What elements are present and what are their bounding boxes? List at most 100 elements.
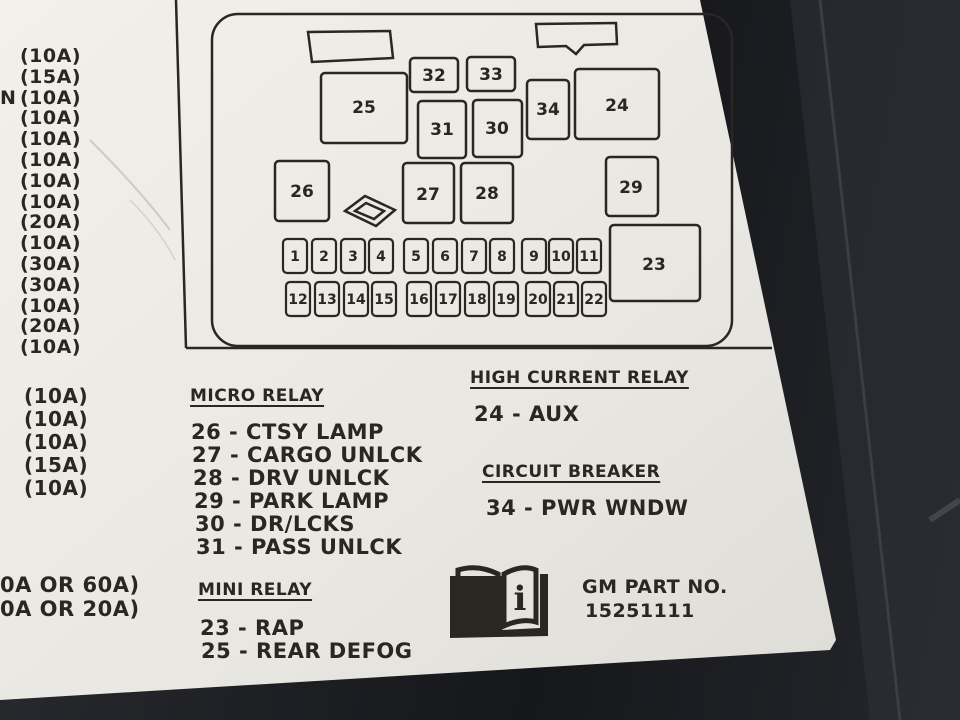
relay-28-number: 28 [475,184,499,204]
amp-rating: (20A) [20,211,82,234]
fuse-number: 17 [438,292,457,308]
relay-25-number: 25 [352,98,376,118]
amp-rating: (10A) [20,190,82,213]
fuse-slot [402,237,430,275]
partial-fuse-label: N [0,87,17,109]
fuse-slot [281,237,309,275]
fuse-slot [342,280,370,318]
fuse-slot [284,280,312,318]
relay-28 [459,161,515,225]
amp-rating: (10A) [20,86,82,109]
top-left-tab [306,29,395,64]
gm-part-number: 15251111 [585,600,695,622]
relay-24-number: 24 [605,96,629,116]
fuse-number: 22 [584,292,603,308]
circuit-breaker-heading: CIRCUIT BREAKER [482,462,661,482]
fuse-number: 16 [409,292,428,308]
fuse-number: 5 [411,249,421,265]
fuse-number: 6 [440,249,450,265]
high-current-relay-item: 24 - AUX [474,402,580,426]
fuse-slot [367,237,395,275]
relay-31-number: 31 [430,120,454,140]
fuse-slot [405,280,433,318]
relay-30-number: 30 [485,119,509,139]
top-right-tab [534,21,619,56]
fuse-slot [313,280,341,318]
fuse-slot [463,280,491,318]
micro-relay-item: 30 - DR/LCKS [195,512,356,536]
relay-27-number: 27 [416,185,440,205]
relay-34 [525,78,571,141]
amp-rating: (15A) [20,65,82,88]
amp-rating: (10A) [20,128,82,151]
relay-27 [401,161,456,225]
amp-rating: (10A) [24,476,89,500]
fuse-box-outline [210,12,734,348]
fuse-slot [488,237,516,275]
micro-relay-item: 27 - CARGO UNLCK [192,443,423,467]
relay-34-number: 34 [536,100,560,120]
relay-33 [465,55,517,93]
micro-relay-item: 31 - PASS UNLCK [196,535,403,559]
amp-rating: (30A) [20,273,82,296]
mini-relay-heading: MINI RELAY [198,580,313,600]
relay-31 [416,99,468,160]
fuse-slot [434,280,462,318]
manual-info-icon: i [450,565,548,638]
fuse-number: 12 [288,292,307,308]
fuse-slot [520,237,548,275]
relay-23 [608,223,702,303]
fuse-number: 3 [348,249,358,265]
relay-30 [471,98,524,159]
fuse-slot [580,280,608,318]
amp-rating: (10A) [20,107,82,130]
fuse-number: 10 [551,249,571,265]
amp-rating: (10A) [20,169,82,192]
fuse-slot [431,237,459,275]
mini-relay-item: 23 - RAP [200,616,305,640]
fuse-number: 9 [529,249,539,265]
big-fuse-rating-2: 0A OR 20A) [0,597,140,621]
micro-relay-item: 29 - PARK LAMP [194,489,389,513]
relay-25 [319,71,409,145]
fuse-slot [547,237,575,275]
relay-26-number: 26 [290,182,314,202]
circuit-breaker-item: 34 - PWR WNDW [486,496,689,520]
fuse-number: 8 [497,249,507,265]
fuse-slot [524,280,552,318]
fuse-slot [552,280,580,318]
fuse-number: 11 [579,249,598,265]
amp-rating: (15A) [24,453,89,477]
fuse-slot [310,237,338,275]
relay-32 [408,56,460,94]
amp-rating: (30A) [20,253,82,275]
fuse-number: 20 [528,292,548,308]
diamond-connector [342,194,398,228]
amp-rating: (10A) [20,294,82,317]
gm-part-label: GM PART NO. [582,576,728,598]
fuse-slot [370,280,398,318]
fuse-slot [339,237,367,275]
high-current-relay-heading: HIGH CURRENT RELAY [470,368,689,388]
amp-rating: (10A) [24,407,89,431]
fuse-number: 1 [290,249,300,265]
amp-rating: (20A) [20,315,82,338]
amp-rating: (10A) [20,336,82,359]
fuse-number: 2 [319,249,329,265]
relay-29 [604,155,660,218]
relay-33-number: 33 [479,65,503,85]
amp-rating: (10A) [20,149,82,171]
info-glyph: i [514,579,527,619]
amp-rating: (10A) [24,384,89,408]
amp-rating: (10A) [24,430,89,454]
fuse-number: 4 [376,249,386,265]
micro-relay-heading: MICRO RELAY [190,386,325,406]
relay-32-number: 32 [422,66,446,86]
relay-24 [573,67,661,141]
amp-rating: (10A) [20,232,82,255]
